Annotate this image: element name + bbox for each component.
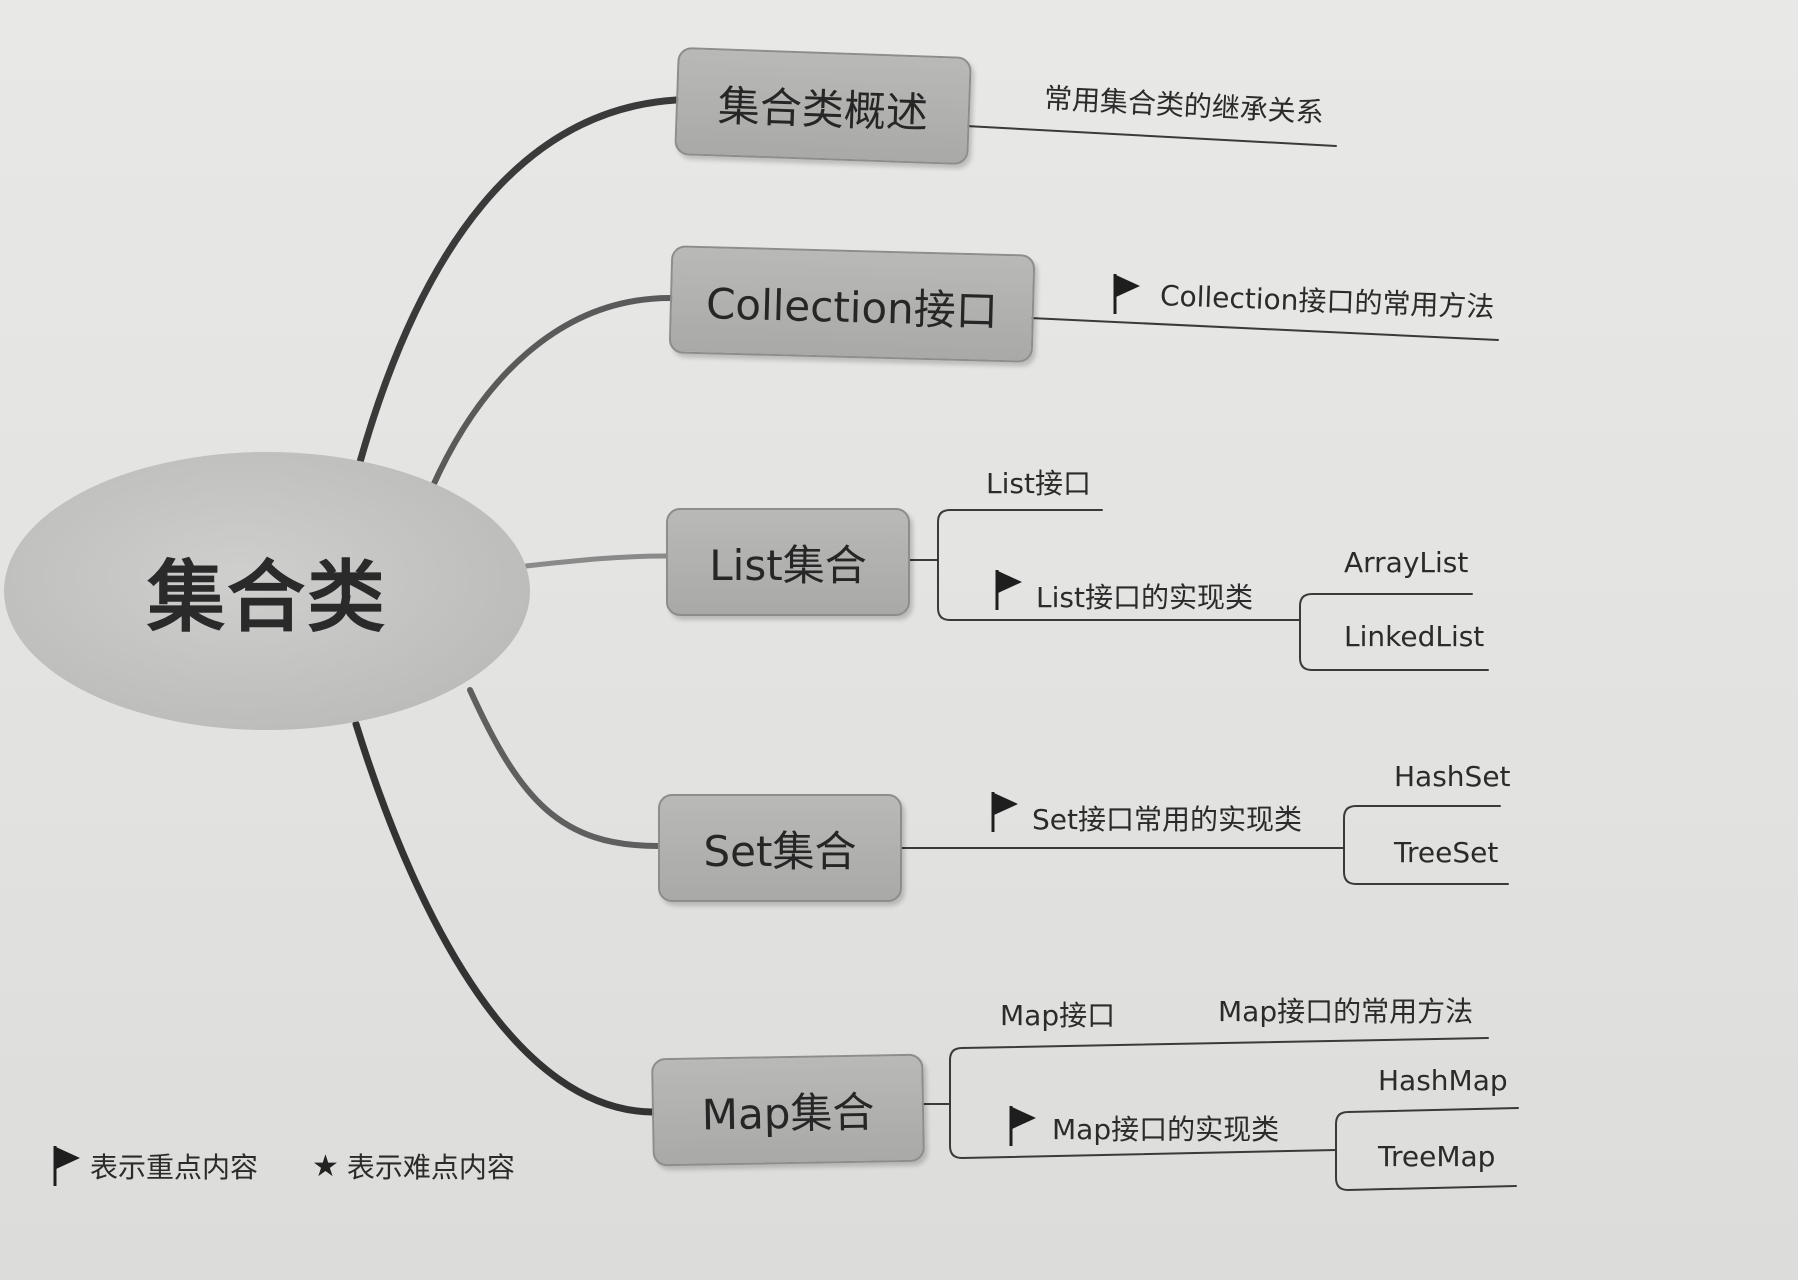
label-treeset: TreeSet bbox=[1394, 836, 1499, 869]
root-node: 集合类 bbox=[4, 452, 530, 730]
branch-overview: 集合类概述 bbox=[674, 46, 972, 166]
branch-list-label: List集合 bbox=[709, 540, 867, 590]
label-linkedlist: LinkedList bbox=[1344, 620, 1485, 653]
branch-collection: Collection接口 bbox=[668, 245, 1036, 363]
branch-map: Map集合 bbox=[651, 1053, 925, 1167]
branch-collection-label: Collection接口 bbox=[705, 278, 999, 336]
flag-icon bbox=[991, 792, 1018, 832]
connector-root-map bbox=[352, 720, 656, 1116]
legend-key-label: 表示重点内容 bbox=[90, 1151, 259, 1184]
connector-root-set bbox=[467, 687, 661, 849]
label-map-methods: Map接口的常用方法 bbox=[1218, 995, 1474, 1028]
connector-set-bracket bbox=[1343, 805, 1509, 885]
label-map-impl: Map接口的实现类 bbox=[1052, 1113, 1280, 1146]
connector-list-bracket bbox=[937, 509, 1301, 621]
flag-icon bbox=[1113, 274, 1140, 314]
connector-root-overview bbox=[356, 96, 680, 466]
flag-icon bbox=[53, 1146, 80, 1186]
connector-map-bracket bbox=[949, 1037, 1489, 1160]
root-label: 集合类 bbox=[146, 553, 387, 643]
legend: 表示重点内容 ★ 表示难点内容 bbox=[52, 1144, 569, 1188]
connector-map-impl-bracket bbox=[1335, 1107, 1519, 1192]
label-list-interface: List接口 bbox=[986, 467, 1091, 500]
label-arraylist: ArrayList bbox=[1344, 546, 1469, 579]
label-treemap: TreeMap bbox=[1378, 1140, 1496, 1173]
flag-icon bbox=[1009, 1106, 1036, 1146]
label-set-impl: Set接口常用的实现类 bbox=[1032, 803, 1302, 836]
connector-root-collection bbox=[429, 295, 673, 491]
flag-icon bbox=[995, 570, 1022, 610]
legend-difficult-item: ★ 表示难点内容 bbox=[312, 1146, 515, 1186]
connector-collection-child bbox=[1029, 317, 1499, 341]
label-hashset: HashSet bbox=[1394, 760, 1511, 793]
branch-set: Set集合 bbox=[658, 794, 902, 902]
label-map-interface: Map接口 bbox=[1000, 999, 1116, 1032]
connector-root-list bbox=[523, 553, 669, 569]
branch-overview-label: 集合类概述 bbox=[717, 80, 929, 138]
branch-set-label: Set集合 bbox=[703, 826, 857, 876]
branch-map-label: Map集合 bbox=[701, 1086, 875, 1140]
label-hashmap: HashMap bbox=[1378, 1064, 1508, 1097]
connector-list-impl-bracket bbox=[1299, 593, 1489, 671]
legend-difficult-label: 表示难点内容 bbox=[346, 1151, 515, 1184]
connector-overview-child bbox=[965, 125, 1337, 147]
label-list-impl: List接口的实现类 bbox=[1036, 581, 1253, 614]
branch-list: List集合 bbox=[666, 508, 910, 616]
star-icon: ★ bbox=[312, 1148, 339, 1184]
legend-key-item: 表示重点内容 bbox=[52, 1144, 258, 1188]
